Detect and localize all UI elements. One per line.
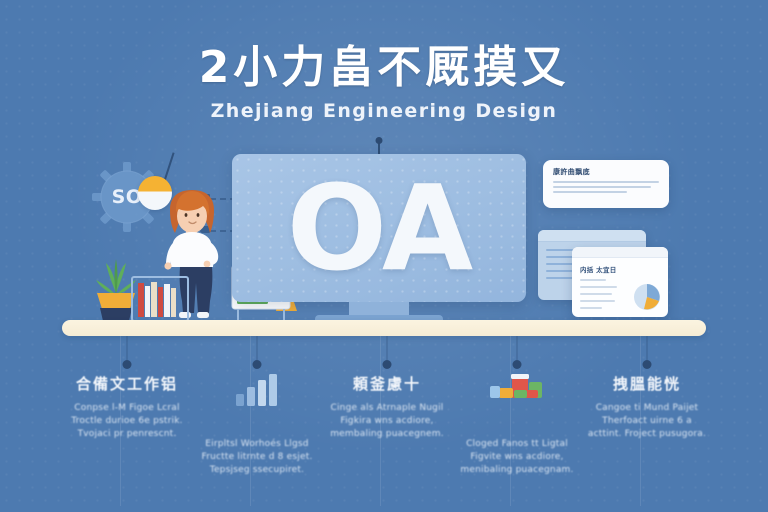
- connector-marker-bottom: [201, 226, 210, 233]
- monitor-antenna: [378, 142, 380, 155]
- person-illustration: [146, 188, 238, 323]
- connector-node: [122, 360, 132, 369]
- feature-body: Cangoe ti Mund Paijet Therfoact uirne 6 …: [587, 403, 707, 439]
- connector-node: [512, 360, 522, 369]
- info-card-line: [553, 191, 628, 193]
- feature-body: Cloged Fanos tt Ligtal Figvite wns acdio…: [460, 439, 574, 475]
- column-divider: [380, 336, 381, 506]
- sun-lamp-icon: [138, 176, 172, 210]
- feature-columns: 合備文工作铝 Conpse l-M Figoe Lcral Troctle du…: [0, 336, 768, 512]
- page-title-english: Zhejiang Engineering Design: [210, 100, 558, 122]
- gear-label: SO: [111, 186, 143, 208]
- pie-chart-icon: [634, 284, 660, 310]
- feature-body: Conpse l-M Figoe Lcral Troctle durioe 6e…: [71, 403, 183, 439]
- connector-stem: [516, 336, 518, 362]
- feature-body: Cinge als Atrnaple Nugil Figkira wns acd…: [330, 403, 444, 439]
- connector-node: [382, 360, 392, 369]
- connector-line-bottom: [200, 230, 236, 232]
- page-header: 2小力畠不厩摸又 Zhejiang Engineering Design: [0, 42, 768, 123]
- connector-node: [642, 360, 652, 369]
- plant-illustration: [88, 253, 144, 323]
- foreground-browser-window[interactable]: 内括 太宜日: [572, 247, 668, 317]
- monitor-illustration: OA: [232, 137, 526, 324]
- info-card-line: [553, 181, 659, 183]
- column-divider: [120, 336, 121, 506]
- monitor-base: [315, 315, 443, 324]
- feature-body: Eirpltsl Worhoés Llgsd Fructte litrnte d…: [201, 439, 313, 475]
- window-heading: 内括 太宜日: [580, 266, 617, 274]
- shelf-bar: [62, 320, 706, 336]
- info-card[interactable]: 康許曲飘底: [543, 160, 669, 208]
- connector-line-top: [200, 198, 236, 200]
- connector-stem: [646, 336, 648, 362]
- info-card-heading: 康許曲飘底: [553, 168, 590, 176]
- feature-heading: 頼釜慮十: [352, 375, 421, 393]
- monitor-oa-label: OA: [286, 159, 473, 297]
- monitor-neck: [349, 302, 409, 315]
- feature-heading: 拽膃能恍: [612, 375, 681, 393]
- connector-stem: [126, 336, 128, 362]
- column-divider: [510, 336, 511, 506]
- connector-node: [252, 360, 262, 369]
- browser-titlebar: [572, 247, 668, 258]
- column-divider: [250, 336, 251, 506]
- page-title-chinese: 2小力畠不厩摸又: [198, 42, 570, 93]
- monitor-antenna-dot: [375, 137, 383, 144]
- connector-stem: [256, 336, 258, 362]
- screen-texture: [232, 154, 526, 302]
- monitor-screen: OA: [232, 154, 526, 302]
- illustration-scene: SO: [0, 137, 768, 340]
- browser-titlebar: [538, 230, 646, 242]
- feature-heading: 合備文工作铝: [75, 375, 178, 393]
- bookshelf-illustration: [130, 273, 190, 323]
- info-card-line: [553, 186, 651, 188]
- stacked-boxes-icon: [488, 372, 546, 406]
- column-divider: [640, 336, 641, 506]
- bar-chart-icon: [234, 372, 280, 406]
- pendant-rod: [163, 152, 175, 182]
- connector-stem: [386, 336, 388, 362]
